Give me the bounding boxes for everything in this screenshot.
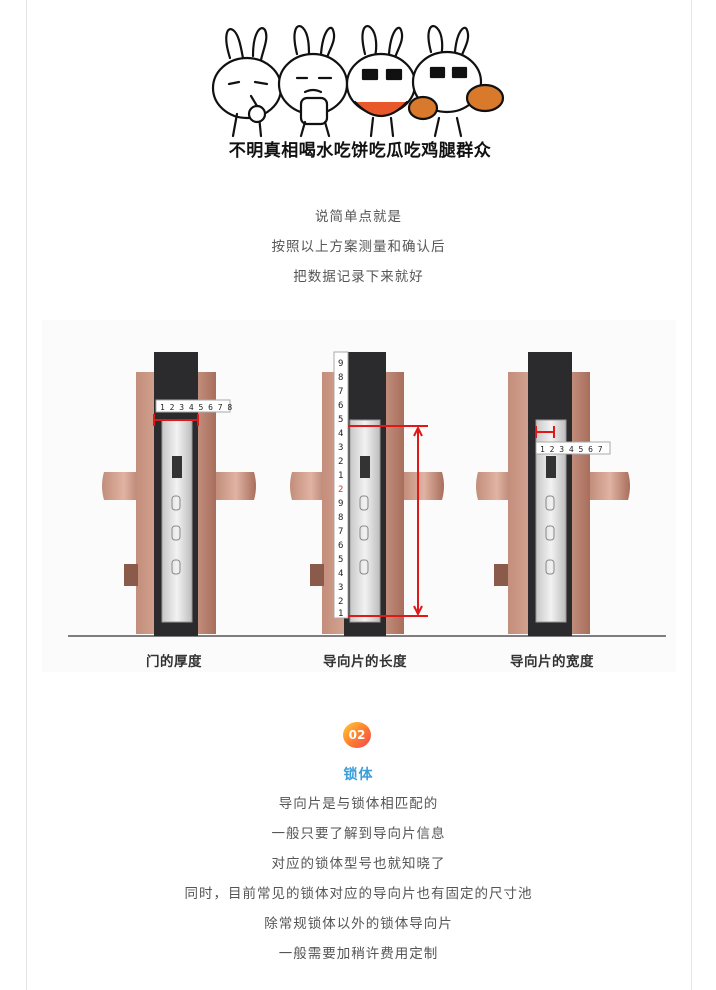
svg-text:3: 3 — [338, 443, 343, 453]
intro-line: 说简单点就是 — [315, 209, 402, 225]
svg-text:9: 9 — [338, 359, 343, 369]
svg-text:8: 8 — [338, 513, 343, 523]
svg-text:7: 7 — [338, 527, 343, 537]
svg-text:6: 6 — [338, 401, 343, 411]
svg-text:7: 7 — [338, 387, 343, 397]
rabbit-eating-drumstick — [407, 25, 505, 138]
section-text: 导向片是与锁体相匹配的 一般只要了解到导向片信息 对应的锁体型号也就知晓了 同时… — [26, 789, 691, 969]
section-line: 导向片是与锁体相匹配的 — [278, 796, 439, 812]
meme-caption: 不明真相喝水吃饼吃瓜吃鸡腿群众 — [228, 141, 492, 161]
door-thickness-lock: 1 2 3 4 5 6 7 8 — [102, 352, 256, 636]
measurement-diagram: 1 2 3 4 5 6 7 8 9 8 7 6 5 4 3 2 1 2 9 8 — [42, 320, 676, 672]
svg-text:5: 5 — [338, 555, 343, 565]
section-number-badge: 02 — [343, 722, 371, 748]
svg-text:3: 3 — [338, 583, 343, 593]
intro-line: 按照以上方案测量和确认后 — [271, 239, 446, 255]
guide-plate-width-lock: 1 2 3 4 5 6 7 — [476, 352, 630, 636]
svg-text:2: 2 — [338, 597, 343, 607]
caption-guide-plate-width: 导向片的宽度 — [510, 654, 594, 670]
svg-text:4: 4 — [338, 429, 343, 439]
section-line: 同时，目前常见的锁体对应的导向片也有固定的尺寸池 — [184, 886, 533, 902]
section-line: 除常规锁体以外的锁体导向片 — [264, 916, 453, 932]
section-line: 对应的锁体型号也就知晓了 — [271, 856, 446, 872]
guide-plate-length-lock: 9 8 7 6 5 4 3 2 1 2 9 8 7 6 5 4 3 2 1 — [290, 351, 444, 636]
svg-text:2: 2 — [338, 485, 343, 495]
svg-text:9: 9 — [338, 499, 343, 509]
rabbit-eating-melon — [345, 25, 417, 138]
intro-text: 说简单点就是 按照以上方案测量和确认后 把数据记录下来就好 — [26, 202, 691, 292]
svg-text:8: 8 — [338, 373, 343, 383]
section-line: 一般需要加稍许费用定制 — [278, 946, 439, 962]
svg-text:2: 2 — [338, 457, 343, 467]
svg-text:1: 1 — [338, 471, 343, 481]
svg-text:1 2 3 4 5 6 7 8: 1 2 3 4 5 6 7 8 — [160, 403, 232, 412]
svg-text:6: 6 — [338, 541, 343, 551]
lock-measurement-illustration: 1 2 3 4 5 6 7 8 9 8 7 6 5 4 3 2 1 2 9 8 — [68, 351, 666, 637]
svg-text:4: 4 — [338, 569, 343, 579]
svg-text:1: 1 — [338, 609, 343, 619]
rabbit-eating-biscuit — [277, 25, 349, 138]
intro-line: 把数据记录下来就好 — [293, 269, 424, 285]
caption-door-thickness: 门的厚度 — [146, 654, 202, 670]
section-line: 一般只要了解到导向片信息 — [271, 826, 446, 842]
rabbit-drinking — [211, 27, 283, 138]
caption-guide-plate-length: 导向片的长度 — [323, 654, 407, 670]
content-border-right — [691, 0, 692, 990]
meme-illustration — [211, 25, 505, 138]
svg-text:1 2 3 4 5 6 7: 1 2 3 4 5 6 7 — [540, 445, 603, 454]
svg-text:5: 5 — [338, 415, 343, 425]
content-border-left — [26, 0, 27, 990]
section-title: 锁体 — [343, 767, 374, 783]
